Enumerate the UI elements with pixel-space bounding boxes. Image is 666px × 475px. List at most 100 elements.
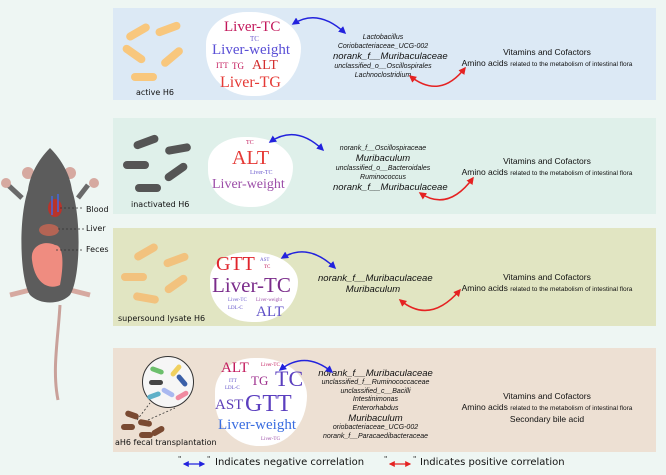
taxa-list: norank_f__Muribaculaceae Muribaculum: [318, 273, 433, 295]
taxon: Lachnoclostridium: [354, 72, 412, 79]
metabolite-note: related to the metabolism of intestinal …: [510, 405, 633, 412]
word: ALT: [221, 360, 249, 376]
word: Liver-TG: [261, 437, 281, 442]
legend-quote: ": [178, 455, 182, 463]
group-label: supersound lysate H6: [118, 314, 206, 323]
taxon: Muribaculum: [345, 284, 401, 295]
metabolite-amino: Amino acids: [461, 402, 508, 412]
word: Liver-weight: [212, 42, 291, 58]
taxon: unclassified_o__Bacteroidales: [335, 165, 431, 172]
metabolite-amino: Amino acids: [461, 58, 508, 68]
group-label: aH6 fecal transplantation: [115, 438, 217, 447]
legend-negative-text: Indicates negative correlation: [215, 457, 365, 468]
word: ALT: [252, 58, 278, 73]
positive-correlation-arrow: [408, 66, 466, 88]
word: AST: [215, 397, 244, 413]
group-label: inactivated H6: [131, 200, 190, 209]
metabolite-vitamins: Vitamins and Cofactors: [503, 272, 591, 282]
metabolite-vitamins: Vitamins and Cofactors: [503, 156, 591, 166]
word: TC: [264, 265, 271, 270]
metabolite-amino: Amino acids: [461, 283, 508, 293]
taxon: norank_f__Muribaculaceae: [318, 368, 433, 379]
metabolite-bile-acid: Secondary bile acid: [509, 414, 585, 424]
word-cloud: TC ALT Liver-TC Liver-weight: [208, 137, 293, 207]
word: Liver-TC: [261, 363, 280, 368]
word: Liver-weight: [212, 177, 285, 192]
metabolites: Vitamins and Cofactors Amino acids relat…: [441, 272, 653, 295]
negative-correlation-arrow: [291, 17, 347, 35]
metabolite-note: related to the metabolism of intestinal …: [510, 61, 633, 68]
positive-correlation-arrow: [418, 176, 474, 201]
taxa-list: Lactobacillus Coriobacteriaceae_UCG-002 …: [333, 33, 448, 80]
positive-correlation-arrow: [398, 288, 461, 312]
word: ALT: [256, 304, 284, 320]
metabolite-vitamins: Vitamins and Cofactors: [503, 391, 591, 401]
word: ITT: [229, 379, 237, 384]
taxon: norank_f__Oscillospiraceae: [339, 145, 427, 152]
blood-label: Blood: [86, 205, 109, 214]
legend-quote: ": [413, 455, 417, 463]
metabolite-note: related to the metabolism of intestinal …: [510, 170, 633, 177]
panel-inactivated-h6: inactivated H6 TC ALT Liver-TC Liver-wei…: [113, 118, 656, 214]
taxa-list: norank_f__Muribaculaceae unclassified_f_…: [318, 368, 433, 441]
panel-supersound-lysate-h6: supersound lysate H6 GTT AST TC Liver-TC…: [113, 228, 656, 326]
metabolite-amino: Amino acids: [461, 167, 508, 177]
legend-positive-text: Indicates positive correlation: [420, 457, 565, 468]
word: LDL-C: [228, 306, 243, 311]
metabolites: Vitamins and Cofactors Amino acids relat…: [441, 47, 653, 70]
negative-correlation-arrow: [280, 251, 337, 270]
word: Liver-weight: [218, 417, 297, 433]
liver-label: Liver: [86, 224, 106, 233]
word: TC: [246, 140, 254, 146]
word: Liver-TC: [224, 19, 281, 35]
taxon: norank_f__Paracaedibacteraceae: [322, 432, 429, 440]
panel-ah6-fecal-transplantation: aH6 fecal transplantation ALT Liver-TC I…: [113, 348, 656, 452]
word: Liver-TC: [228, 298, 247, 303]
mouse-icon: [1, 148, 99, 401]
word: ITT: [216, 61, 229, 70]
metabolites: Vitamins and Cofactors Amino acids relat…: [441, 156, 653, 179]
word: AST: [260, 258, 270, 263]
word: LDL-C: [225, 386, 240, 391]
taxon: Muribaculum: [355, 153, 411, 164]
legend-quote: ": [384, 455, 388, 463]
word-cloud: Liver-TC TC Liver-weight ITT TG ALT Live…: [206, 12, 301, 96]
taxon: norank_f__Muribaculaceae: [333, 51, 448, 62]
word: GTT: [216, 253, 255, 275]
group-label: active H6: [136, 88, 174, 97]
metabolite-note: related to the metabolism of intestinal …: [510, 286, 633, 293]
taxon: Coriobacteriaceae_UCG-002: [337, 43, 429, 50]
word: Liver-TG: [220, 74, 281, 91]
word: ALT: [232, 147, 270, 169]
feces-label: Feces: [86, 245, 109, 254]
taxon: norank_f__Muribaculaceae: [318, 273, 433, 284]
word: TG: [232, 61, 244, 71]
word: GTT: [245, 391, 292, 417]
word: Liver-weight: [256, 298, 283, 303]
taxon: Enterorhabdus: [352, 404, 399, 412]
taxon: Muribaculum: [348, 413, 403, 424]
word: TC: [275, 366, 304, 391]
legend-quote: ": [207, 455, 211, 463]
taxon: Ruminococcus: [360, 174, 406, 181]
word: Liver-TC: [212, 273, 291, 297]
taxon: unclassified_f__Ruminococcaceae: [321, 379, 430, 386]
negative-correlation-arrow: [278, 359, 334, 373]
negative-correlation-arrow: [268, 133, 325, 152]
taxon: oriobacteriaceae_UCG-002: [332, 424, 419, 431]
taxon: Intestinimonas: [352, 396, 399, 403]
word: TG: [251, 373, 269, 388]
taxon: unclassified_c__Bacilli: [340, 387, 411, 395]
taxon: unclassified_o__Oscillospirales: [334, 63, 432, 70]
word-cloud: ALT Liver-TC ITT TG LDL-C TC AST GTT Liv…: [215, 358, 307, 446]
metabolites: Vitamins and Cofactors Amino acids relat…: [441, 391, 653, 425]
taxa-list: norank_f__Oscillospiraceae Muribaculum u…: [333, 144, 448, 193]
dashed-zoom-lines: [136, 402, 176, 421]
panel-active-h6: active H6 Liver-TC TC Liver-weight ITT T…: [113, 8, 656, 100]
word: TC: [250, 35, 259, 43]
metabolite-vitamins: Vitamins and Cofactors: [503, 47, 591, 57]
taxon: norank_f__Muribaculaceae: [333, 182, 448, 193]
word: Liver-TC: [250, 170, 273, 176]
taxon: Lactobacillus: [362, 34, 404, 41]
